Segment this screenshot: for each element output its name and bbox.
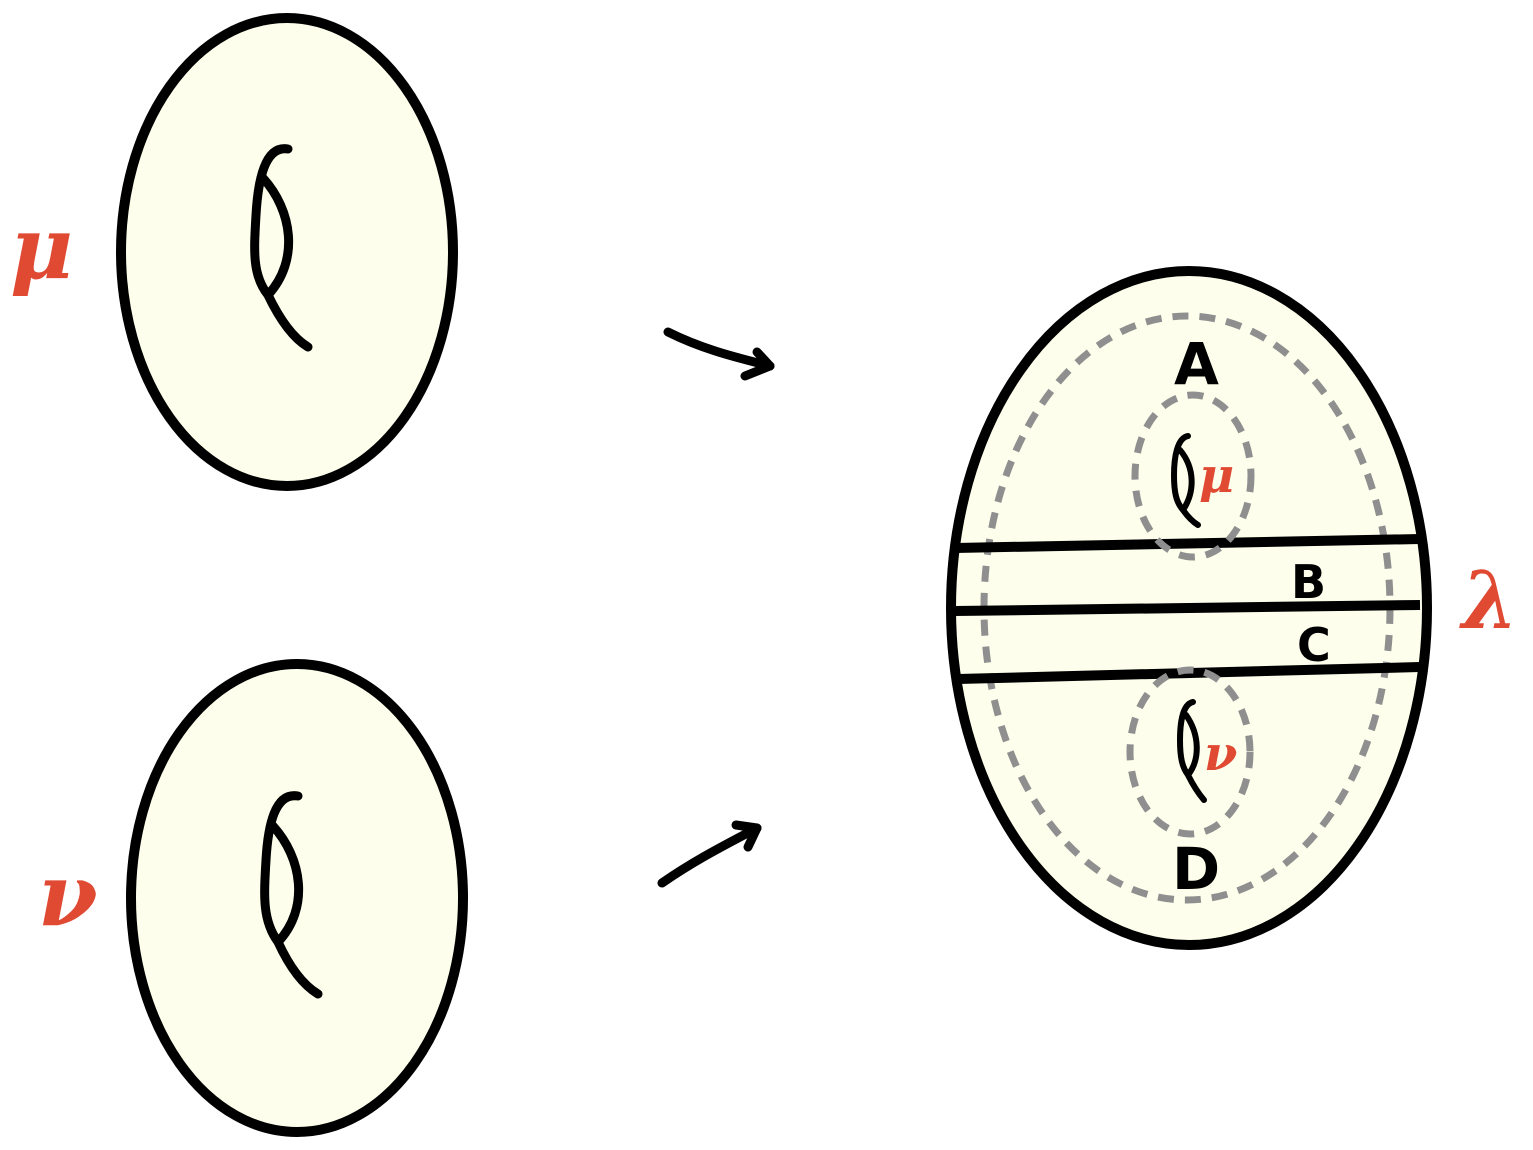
region-label-c: C <box>1297 618 1331 672</box>
label-nu: ν <box>38 845 98 946</box>
region-label-d: D <box>1172 835 1220 903</box>
arrow-bottom <box>657 820 762 888</box>
label-lambda: λ <box>1459 553 1518 647</box>
arrow-top-shaft <box>663 327 775 371</box>
inner-label-mu: μ <box>1199 448 1234 504</box>
arrow-top <box>663 327 775 381</box>
arrow-bottom-shaft <box>657 823 762 888</box>
inner-dashed-circle-nu <box>1126 666 1254 838</box>
inner-dashed-circle-mu <box>1131 391 1255 561</box>
label-mu: μ <box>10 198 73 299</box>
band-line-2 <box>954 600 1421 616</box>
arrow-bottom-head <box>731 820 762 852</box>
torus-nu <box>126 659 468 1137</box>
region-label-a: A <box>1174 330 1219 398</box>
surface-lambda: μ ν A B C D <box>946 266 1432 950</box>
band-line-1 <box>954 534 1421 553</box>
torus-nu-hole <box>260 791 323 999</box>
region-label-b: B <box>1291 555 1326 609</box>
inner-hole-mu <box>1171 433 1201 528</box>
inner-label-nu: ν <box>1204 726 1237 782</box>
arrow-top-head <box>740 347 775 381</box>
inner-hole-nu <box>1177 699 1207 803</box>
torus-mu-hole <box>250 144 313 352</box>
torus-mu <box>116 13 458 491</box>
